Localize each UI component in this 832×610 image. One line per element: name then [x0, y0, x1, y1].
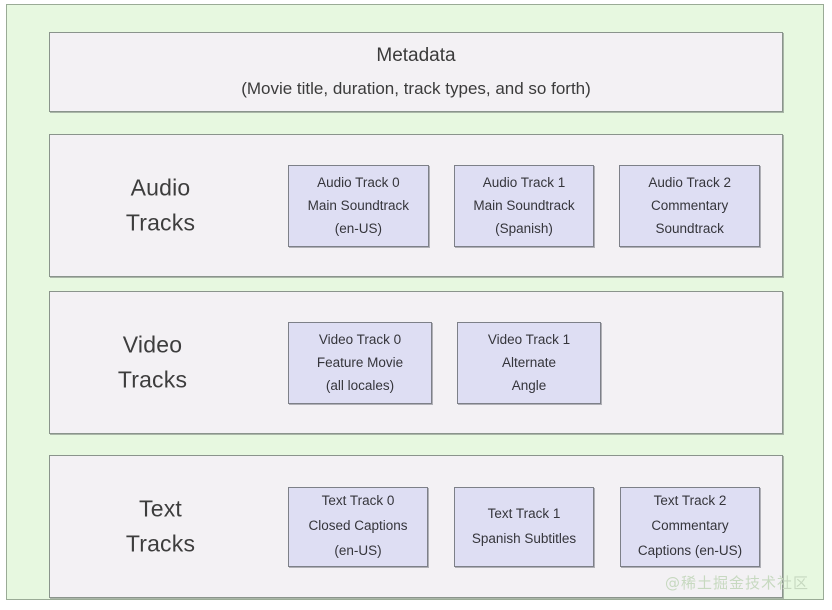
video-track-0-box[interactable]: Video Track 0 Feature Movie (all locales…	[288, 321, 432, 404]
video-track-1-box[interactable]: Video Track 1 Alternate Angle	[457, 321, 601, 404]
video-tracks-section: Video Tracks Video Track 0 Feature Movie…	[49, 291, 783, 434]
audio-track-2-line1: Audio Track 2	[648, 174, 731, 190]
metadata-subtitle: (Movie title, duration, track types, and…	[241, 78, 591, 98]
audio-track-2-box[interactable]: Audio Track 2 Commentary Soundtrack	[619, 164, 761, 247]
audio-track-1-box[interactable]: Audio Track 1 Main Soundtrack (Spanish)	[453, 164, 595, 247]
audio-track-0-line2: Main Soundtrack	[307, 197, 409, 213]
text-track-2-box[interactable]: Text Track 2 Commentary Captions (en-US)	[620, 486, 760, 567]
audio-tracks-section: Audio Tracks Audio Track 0 Main Soundtra…	[49, 134, 783, 277]
video-track-0-line3: (all locales)	[325, 378, 395, 394]
text-track-1-box[interactable]: Text Track 1 Spanish Subtitles	[454, 486, 594, 567]
audio-label-line2: Tracks	[125, 209, 196, 236]
video-label-line2: Tracks	[117, 366, 188, 393]
audio-track-1-line1: Audio Track 1	[482, 174, 566, 190]
video-track-0-line1: Video Track 0	[318, 331, 402, 347]
text-track-0-line1: Text Track 0	[321, 493, 395, 509]
text-track-0-line3: (en-US)	[334, 542, 382, 558]
video-track-list: Video Track 0 Feature Movie (all locales…	[288, 321, 760, 404]
text-tracks-section: Text Tracks Text Track 0 Closed Captions…	[49, 455, 783, 598]
text-track-2-line2: Commentary	[651, 518, 729, 534]
audio-tracks-label: Audio Tracks	[68, 170, 253, 241]
video-label-line1: Video	[122, 330, 183, 357]
audio-track-2-line3: Soundtrack	[655, 221, 724, 237]
audio-label-line1: Audio	[130, 173, 191, 200]
audio-track-1-line3: (Spanish)	[495, 221, 553, 237]
text-track-list: Text Track 0 Closed Captions (en-US) Tex…	[288, 486, 760, 567]
text-tracks-label: Text Tracks	[68, 491, 253, 562]
text-track-0-box[interactable]: Text Track 0 Closed Captions (en-US)	[288, 486, 428, 567]
video-tracks-label: Video Tracks	[60, 327, 245, 398]
metadata-panel: Metadata (Movie title, duration, track t…	[49, 32, 783, 112]
video-track-1-line3: Angle	[511, 378, 547, 394]
text-track-0-line2: Closed Captions	[308, 518, 408, 534]
audio-track-0-box[interactable]: Audio Track 0 Main Soundtrack (en-US)	[288, 164, 429, 247]
text-track-2-line3: Captions (en-US)	[637, 542, 743, 558]
text-track-1-line1: Text Track 1	[487, 505, 561, 521]
text-label-line2: Tracks	[125, 530, 196, 557]
video-track-1-line2: Alternate	[501, 354, 557, 370]
video-track-1-line1: Video Track 1	[487, 331, 571, 347]
text-track-1-line2: Spanish Subtitles	[471, 530, 577, 546]
watermark: @稀土掘金技术社区	[664, 574, 809, 592]
audio-track-0-line3: (en-US)	[334, 221, 382, 237]
metadata-title: Metadata	[376, 45, 456, 67]
audio-track-list: Audio Track 0 Main Soundtrack (en-US) Au…	[288, 164, 761, 247]
diagram-canvas: Metadata (Movie title, duration, track t…	[6, 4, 824, 600]
audio-track-1-line2: Main Soundtrack	[473, 197, 575, 213]
video-track-0-line2: Feature Movie	[316, 354, 404, 370]
audio-track-0-line1: Audio Track 0	[317, 174, 400, 190]
text-label-line1: Text	[139, 494, 182, 521]
audio-track-2-line2: Commentary	[651, 197, 729, 213]
text-track-2-line1: Text Track 2	[653, 493, 727, 509]
